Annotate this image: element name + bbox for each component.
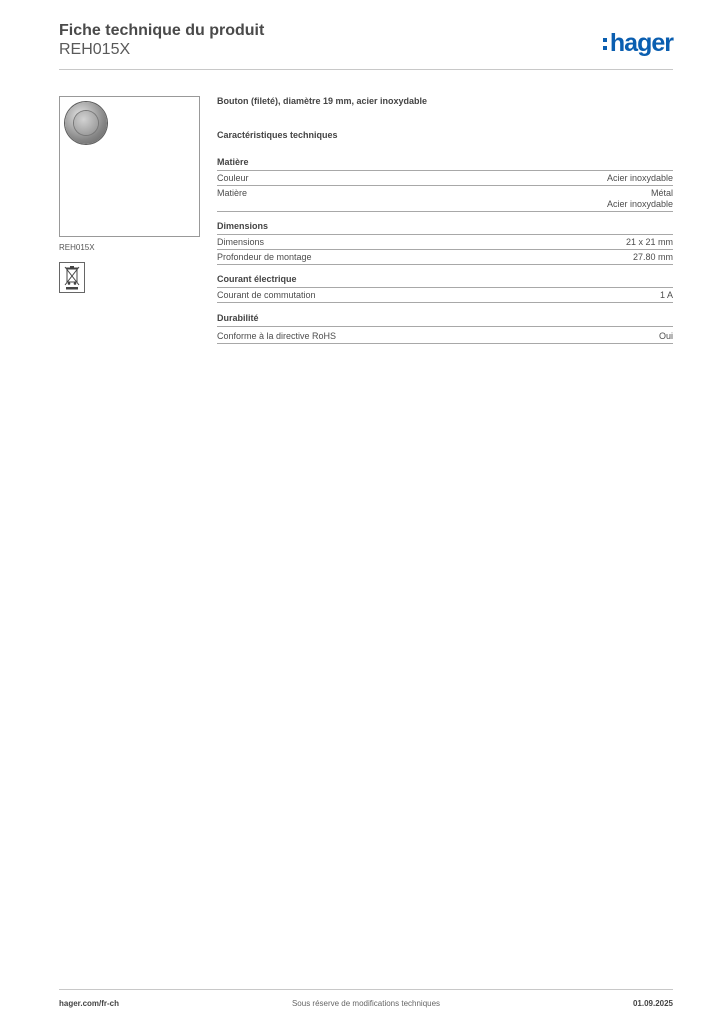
spec-label: Conforme à la directive RoHS [217,331,337,341]
spec-value: 21 x 21 mm [625,237,673,247]
section-courant: Courant électrique Courant de commutatio… [217,273,673,303]
spec-value: 1 A [659,290,673,300]
footer-date: 01.09.2025 [632,999,673,1008]
section-title: Matière [217,156,673,171]
spec-label: Courant de commutation [217,290,316,300]
product-reference: REH015X [59,41,131,58]
page-header: Fiche technique du produit REH015X hager [59,20,674,70]
spec-label: Matière [217,188,248,198]
characteristics-heading: Caractéristiques techniques [217,130,338,140]
section-durabilite: Durabilité Conforme à la directive RoHS … [217,312,673,344]
image-caption: REH015X [59,243,95,252]
section-title: Durabilité [217,312,673,327]
section-matiere: Matière Couleur Acier inoxydable Matière… [217,156,673,212]
product-description: Bouton (fileté), diamètre 19 mm, acier i… [217,96,428,106]
push-button-icon [65,102,107,144]
document-title: Fiche technique du produit [59,22,265,39]
spec-row: Couleur Acier inoxydable [217,171,673,186]
section-title: Courant électrique [217,273,673,288]
spec-value: Acier inoxydable [606,173,673,183]
spec-row: Conforme à la directive RoHS Oui [217,327,673,344]
weee-bin-icon [59,262,85,293]
logo-text: hager [609,29,674,57]
footer-website-link[interactable]: hager.com/fr-ch [59,999,120,1008]
section-dimensions: Dimensions Dimensions 21 x 21 mm Profond… [217,220,673,265]
spec-label: Couleur [217,173,249,183]
spec-row: Courant de commutation 1 A [217,288,673,303]
page-footer: Sous réserve de modifications techniques… [59,989,673,1014]
spec-label: Profondeur de montage [217,252,312,262]
footer-note: Sous réserve de modifications techniques [291,999,441,1008]
product-image [59,96,200,237]
hager-logo: hager [602,28,674,58]
spec-row: Profondeur de montage 27.80 mm [217,250,673,265]
spec-row: Dimensions 21 x 21 mm [217,235,673,250]
spec-value: 27.80 mm [632,252,673,262]
section-title: Dimensions [217,220,673,235]
logo-dots-icon [602,38,607,54]
spec-label: Dimensions [217,237,265,247]
spec-value: Oui [658,331,673,341]
